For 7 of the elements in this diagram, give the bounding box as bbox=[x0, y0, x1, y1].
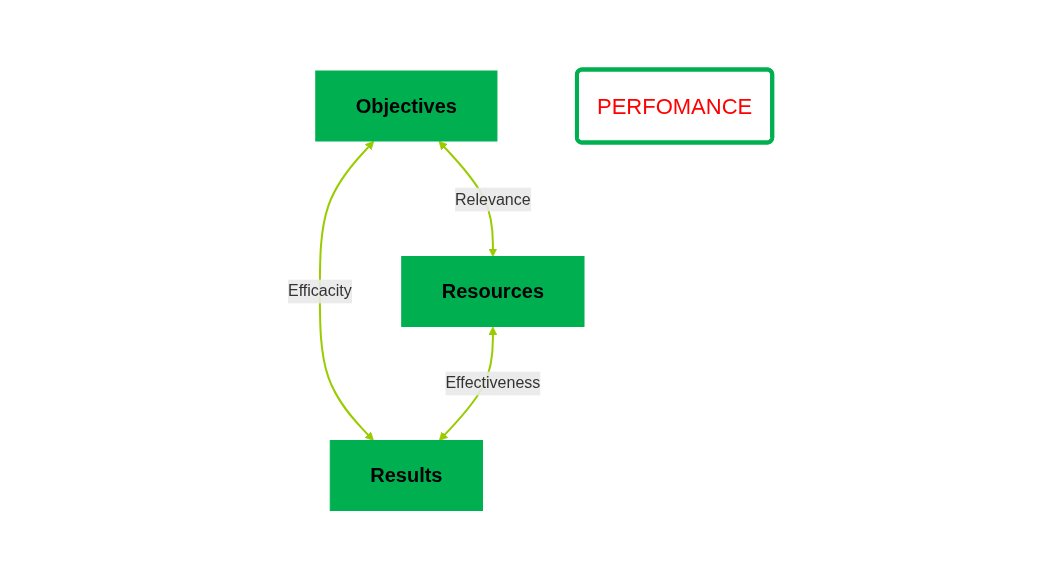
edge-label: Efficacity bbox=[287, 282, 352, 300]
arrow bbox=[318, 140, 374, 441]
edge-label: Relevance bbox=[454, 190, 531, 208]
node-box: Results bbox=[329, 440, 483, 511]
node-box: Resources bbox=[401, 256, 585, 327]
node-box: Objectives bbox=[315, 70, 498, 142]
edge-label: Effectiveness bbox=[445, 374, 541, 392]
